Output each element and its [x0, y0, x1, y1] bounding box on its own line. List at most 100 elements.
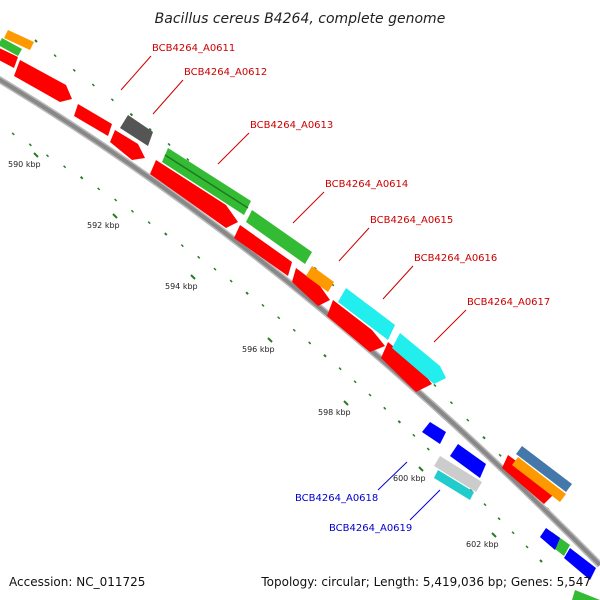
gene-feature[interactable] — [4, 30, 34, 50]
track-dot — [148, 127, 152, 131]
leader-line — [338, 227, 370, 262]
map-title: Bacillus cereus B4264, complete genome — [155, 11, 446, 27]
gene-label[interactable]: BCB4264_A0617 — [467, 297, 550, 308]
track-dot — [110, 98, 114, 102]
track-dot — [433, 383, 437, 387]
track-dot — [426, 447, 430, 451]
tick-label: 590 kbp — [8, 160, 41, 169]
track-dot — [91, 83, 95, 87]
track-dot — [11, 132, 15, 136]
gene-feature[interactable] — [434, 470, 474, 500]
track-dot — [368, 393, 372, 397]
track-dot — [186, 157, 190, 162]
reverse-genes — [422, 422, 596, 580]
gene-feature[interactable] — [338, 288, 395, 340]
gene-feature[interactable] — [150, 160, 238, 228]
track-dot — [483, 503, 487, 507]
gene-feature[interactable] — [246, 210, 312, 264]
genome-summary: Topology: circular; Length: 5,419,036 bp… — [260, 575, 591, 589]
track-dot — [34, 39, 38, 43]
track-dot — [45, 154, 50, 158]
track-dot — [164, 232, 168, 236]
track-dot — [229, 279, 233, 283]
tick-label: 598 kbp — [318, 408, 351, 417]
gene-feature[interactable] — [564, 548, 596, 580]
gene-feature[interactable] — [392, 333, 446, 384]
gene-label[interactable]: BCB4264_A0619 — [329, 523, 412, 534]
track-dot — [147, 221, 151, 225]
gene-feature[interactable] — [0, 38, 22, 56]
tick-label: 602 kbp — [466, 540, 499, 549]
gene-label[interactable]: BCB4264_A0616 — [414, 253, 497, 264]
gene-feature[interactable] — [74, 104, 112, 136]
gene-feature[interactable] — [572, 590, 600, 600]
gene-feature[interactable] — [381, 342, 432, 392]
gene-feature[interactable] — [14, 60, 72, 102]
track-dot — [449, 401, 453, 405]
tick-mark — [491, 532, 497, 538]
green-genes — [0, 38, 600, 600]
tick-mark — [112, 213, 118, 219]
tick-labels: 590 kbp 592 kbp 594 kbp 596 kbp 598 kbp 600 k… — [8, 152, 499, 549]
track-dot — [308, 341, 312, 345]
gene-label[interactable]: BCB4264_A0614 — [325, 179, 408, 190]
cyan-genes — [338, 288, 474, 500]
forward-genes — [0, 46, 554, 504]
track-dot — [261, 303, 265, 307]
track-dot — [72, 68, 76, 72]
track-dot — [412, 433, 416, 437]
gene-feature[interactable] — [512, 457, 566, 502]
leader-line — [433, 309, 467, 343]
gene-feature[interactable] — [422, 422, 446, 444]
gene-label[interactable]: BCB4264_A0612 — [184, 67, 267, 78]
gene-label[interactable]: BCB4264_A0615 — [370, 215, 453, 226]
tick-mark — [418, 466, 424, 472]
leader-line — [217, 132, 250, 165]
tick-label: 592 kbp — [87, 221, 120, 230]
track-dot — [397, 420, 402, 424]
track-dot — [28, 143, 32, 147]
track-dot — [129, 112, 134, 117]
gene-feature[interactable] — [434, 456, 482, 492]
gene-feature[interactable] — [110, 130, 145, 160]
tick-label: 594 kbp — [165, 282, 198, 291]
orange-genes — [4, 30, 566, 502]
track-dot — [167, 142, 171, 146]
gene-feature[interactable] — [450, 444, 486, 478]
track-dot — [114, 198, 118, 202]
tick-label: 600 kbp — [393, 474, 426, 483]
gene-feature[interactable] — [292, 268, 330, 306]
tick-mark — [190, 274, 196, 280]
track-dot — [197, 255, 201, 259]
track-dot — [497, 517, 501, 521]
genome-backbone — [0, 75, 600, 568]
gene-label[interactable]: BCB4264_A0618 — [295, 493, 378, 504]
gene-feature[interactable] — [327, 300, 385, 352]
tick-label: 596 kbp — [242, 345, 275, 354]
track-dot — [180, 244, 184, 248]
track-dot — [482, 435, 486, 440]
leader-line — [120, 55, 152, 91]
accession-text: Accession: NC_011725 — [9, 575, 145, 589]
gene-labels: BCB4264_A0611BCB4264_A0612BCB4264_A0613B… — [120, 43, 550, 534]
gene-feature[interactable] — [540, 528, 560, 550]
gene-label[interactable]: BCB4264_A0613 — [250, 120, 333, 131]
tick-mark — [267, 337, 273, 343]
track-dot — [63, 165, 67, 169]
track-dot — [53, 54, 57, 58]
track-dot — [213, 267, 217, 271]
track-dot — [383, 406, 387, 410]
gene-feature[interactable] — [516, 446, 572, 492]
track-dot — [511, 531, 515, 535]
track-dot — [245, 291, 249, 295]
track-dot — [79, 176, 84, 180]
track-dot — [97, 187, 101, 191]
gene-feature[interactable] — [234, 225, 292, 276]
track-dot — [292, 328, 296, 332]
track-dot — [525, 545, 529, 549]
gene-feature[interactable] — [306, 266, 334, 292]
gene-label[interactable]: BCB4264_A0611 — [152, 43, 235, 54]
gene-feature[interactable] — [0, 46, 18, 68]
gene-feature[interactable] — [120, 115, 153, 146]
